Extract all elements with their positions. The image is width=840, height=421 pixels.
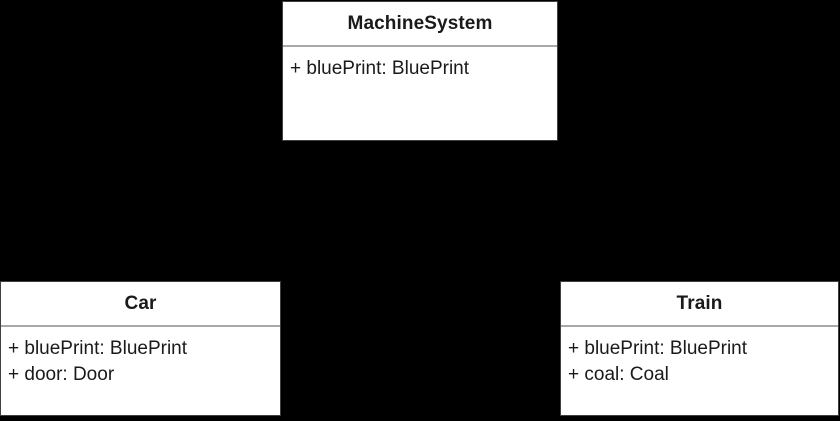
uml-attribute: + coal: Coal (568, 364, 669, 385)
uml-attributes-compartment-machinesystem: + bluePrint: BluePrint (283, 47, 557, 140)
uml-class-car[interactable]: Car + bluePrint: BluePrint + door: Door (0, 281, 281, 416)
uml-attributes-compartment-train: + bluePrint: BluePrint + coal: Coal (561, 327, 838, 415)
uml-attributes-compartment-car: + bluePrint: BluePrint + door: Door (1, 327, 280, 415)
uml-attribute: + bluePrint: BluePrint (8, 338, 188, 359)
uml-attribute: + door: Door (8, 364, 115, 385)
uml-class-name-machinesystem: MachineSystem (347, 13, 493, 34)
uml-class-machinesystem[interactable]: MachineSystem + bluePrint: BluePrint (282, 1, 558, 141)
uml-title-compartment-car: Car (1, 282, 280, 327)
uml-class-train[interactable]: Train + bluePrint: BluePrint + coal: Coa… (560, 281, 839, 416)
uml-attribute: + bluePrint: BluePrint (568, 338, 748, 359)
uml-title-compartment-machinesystem: MachineSystem (283, 2, 557, 47)
uml-title-compartment-train: Train (561, 282, 838, 327)
uml-attribute: + bluePrint: BluePrint (290, 58, 470, 79)
uml-class-name-car: Car (124, 293, 157, 314)
uml-class-name-train: Train (676, 293, 723, 314)
